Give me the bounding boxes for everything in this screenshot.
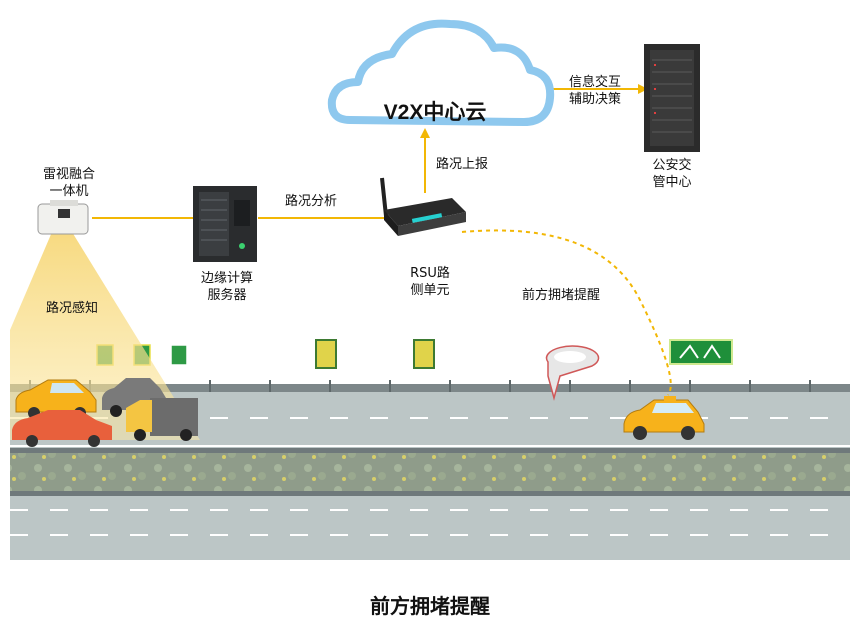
connections: [92, 88, 672, 396]
label-line1: 边缘计算: [200, 271, 253, 286]
edge-rsu-link-label: 路况分析: [285, 194, 338, 209]
cloud-title: V2X中心云: [383, 101, 487, 124]
label-line1: 雷视融合: [42, 167, 95, 182]
label-line2: 服务器: [207, 288, 247, 303]
label-line2: 一体机: [49, 184, 89, 199]
sign-overhead-green: [669, 339, 733, 365]
rsu-car-link-label: 前方拥堵提醒: [522, 288, 601, 303]
figure-caption: 前方拥堵提醒: [370, 594, 490, 618]
server-rack-icon: [644, 44, 700, 152]
label-line2: 侧单元: [410, 283, 450, 298]
link-label-line2: 辅助决策: [568, 92, 621, 107]
approaching-taxi: [623, 396, 705, 440]
median-hedge: [10, 452, 850, 492]
median-barrier-bottom: [10, 491, 850, 496]
roadside-signs: [96, 339, 733, 369]
sign-small-3: [170, 344, 188, 366]
rsu-device-icon: [380, 177, 466, 236]
cloud-server-link-label: 信息交互 辅助决策: [555, 74, 635, 108]
label-line1: 公安交: [652, 158, 692, 173]
congestion-alert-balloon: [545, 345, 600, 401]
link-label-line1: 信息交互: [568, 75, 621, 90]
label-line2: 管中心: [652, 175, 692, 190]
sensing-label: 路况感知: [46, 301, 99, 316]
edge-server-icon: [193, 186, 257, 262]
truck: [126, 398, 198, 441]
rsu-label: RSU路 侧单元: [390, 265, 470, 299]
median-barrier-top: [10, 448, 850, 453]
edge-server-label: 边缘计算 服务器: [182, 270, 272, 304]
traffic-police-center-label: 公安交 管中心: [632, 157, 712, 191]
congested-vehicles: [12, 378, 198, 447]
rsu-cloud-link-label: 路况上报: [436, 157, 489, 172]
label-line1: RSU路: [410, 266, 450, 281]
radar-camera-icon: [37, 200, 89, 235]
link-rsu-car: [461, 229, 672, 396]
highway: [10, 380, 850, 560]
v2x-cloud: [327, 19, 555, 126]
guardrail-top: [10, 384, 850, 392]
sign-yellow-2: [413, 339, 435, 369]
sign-yellow-1: [315, 339, 337, 369]
car-red: [12, 410, 112, 447]
radar-camera-label: 雷视融合 一体机: [24, 166, 114, 200]
